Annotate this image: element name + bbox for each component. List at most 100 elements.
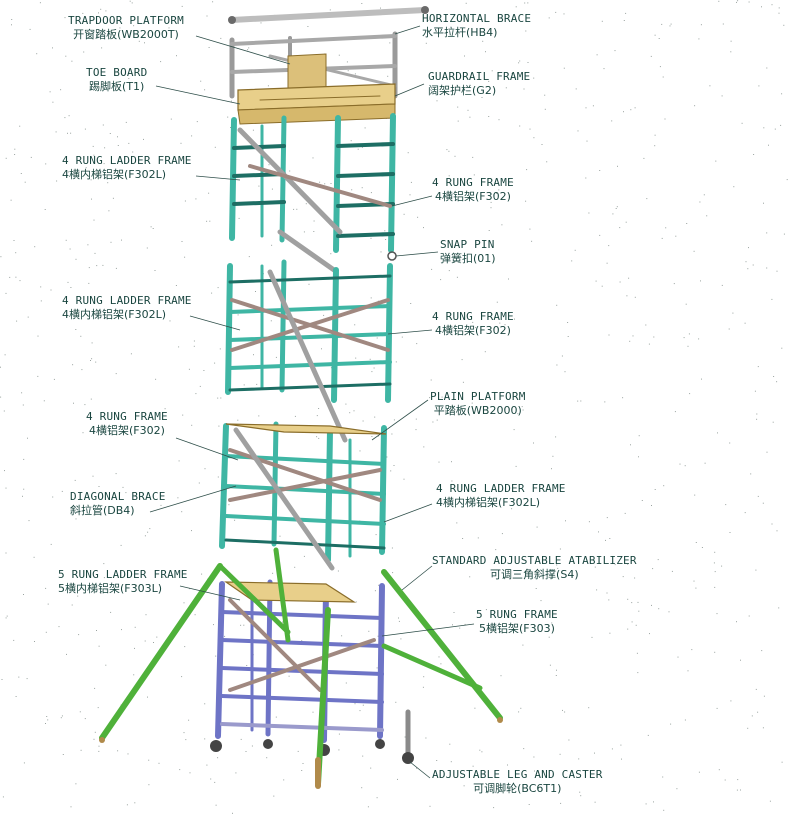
speckle-dot [1, 679, 3, 680]
speckle-dot [608, 334, 610, 336]
speckle-dot [638, 435, 640, 437]
speckle-dot [415, 418, 417, 420]
speckle-dot [147, 531, 149, 533]
speckle-dot [362, 704, 364, 706]
speckle-dot [520, 707, 522, 709]
speckle-dot [209, 220, 211, 222]
speckle-dot [337, 570, 339, 572]
speckle-dot [653, 336, 655, 338]
speckle-dot [90, 360, 91, 361]
speckle-dot [771, 4, 773, 6]
speckle-dot [533, 756, 535, 758]
speckle-dot [771, 523, 773, 525]
speckle-dot [185, 739, 187, 741]
speckle-dot [184, 646, 186, 648]
speckle-dot [442, 240, 444, 242]
speckle-dot [544, 94, 546, 96]
speckle-dot [134, 626, 136, 628]
speckle-dot [427, 19, 429, 21]
speckle-dot [88, 267, 90, 269]
speckle-dot [78, 634, 80, 636]
speckle-dot [88, 282, 90, 284]
speckle-dot [217, 757, 219, 759]
speckle-dot [148, 784, 150, 786]
snap-pin-shape [387, 251, 397, 261]
speckle-dot [4, 470, 5, 472]
speckle-dot [521, 406, 523, 408]
speckle-dot [685, 303, 687, 305]
speckle-dot [313, 220, 315, 222]
speckle-dot [437, 19, 438, 21]
speckle-dot [772, 421, 774, 423]
speckle-dot [182, 414, 184, 416]
speckle-dot [115, 473, 117, 475]
speckle-dot [369, 358, 371, 360]
speckle-dot [699, 201, 701, 203]
speckle-dot [84, 718, 86, 720]
speckle-dot [248, 256, 250, 258]
speckle-dot [30, 156, 32, 158]
speckle-dot [721, 95, 723, 97]
speckle-dot [230, 127, 231, 128]
speckle-dot [297, 750, 299, 752]
speckle-dot [465, 2, 467, 4]
speckle-dot [481, 97, 483, 98]
speckle-dot [630, 109, 632, 111]
speckle-dot [456, 522, 458, 524]
speckle-dot [94, 687, 96, 689]
speckle-dot [114, 425, 115, 427]
speckle-dot [588, 212, 590, 214]
speckle-dot [23, 762, 25, 764]
speckle-dot [195, 393, 197, 395]
speckle-dot [645, 324, 647, 326]
speckle-dot [695, 587, 697, 589]
speckle-dot [457, 106, 459, 108]
speckle-dot [15, 696, 17, 697]
speckle-dot [67, 281, 69, 283]
speckle-dot [158, 592, 160, 594]
speckle-dot [398, 620, 400, 622]
speckle-dot [217, 397, 219, 399]
speckle-dot [714, 651, 716, 653]
speckle-dot [580, 400, 582, 402]
speckle-dot [47, 719, 49, 721]
speckle-dot [206, 15, 208, 17]
speckle-dot [15, 252, 17, 254]
speckle-dot [736, 621, 737, 623]
speckle-dot [279, 535, 281, 537]
speckle-dot [559, 548, 561, 550]
speckle-dot [501, 533, 503, 535]
speckle-dot [761, 6, 762, 8]
speckle-dot [75, 329, 77, 330]
speckle-dot [157, 429, 159, 431]
speckle-dot [102, 264, 104, 266]
speckle-dot [97, 317, 99, 319]
speckle-dot [430, 379, 432, 381]
speckle-dot [194, 614, 196, 616]
speckle-dot [50, 543, 52, 545]
speckle-dot [513, 429, 515, 431]
speckle-dot [698, 771, 700, 773]
speckle-dot [728, 328, 730, 330]
speckle-dot [661, 237, 663, 239]
speckle-dot [132, 151, 134, 153]
speckle-dot [380, 7, 381, 9]
speckle-dot [104, 147, 106, 149]
speckle-dot [102, 124, 104, 126]
speckle-dot [354, 73, 356, 75]
speckle-dot [670, 723, 672, 725]
speckle-dot [783, 233, 785, 235]
speckle-dot [457, 120, 459, 122]
speckle-dot [70, 806, 72, 808]
speckle-dot [564, 711, 566, 713]
speckle-dot [403, 213, 405, 215]
speckle-dot [462, 381, 464, 383]
speckle-dot [180, 142, 182, 144]
speckle-dot [52, 496, 54, 498]
speckle-dot [714, 586, 716, 588]
speckle-dot [748, 247, 749, 249]
